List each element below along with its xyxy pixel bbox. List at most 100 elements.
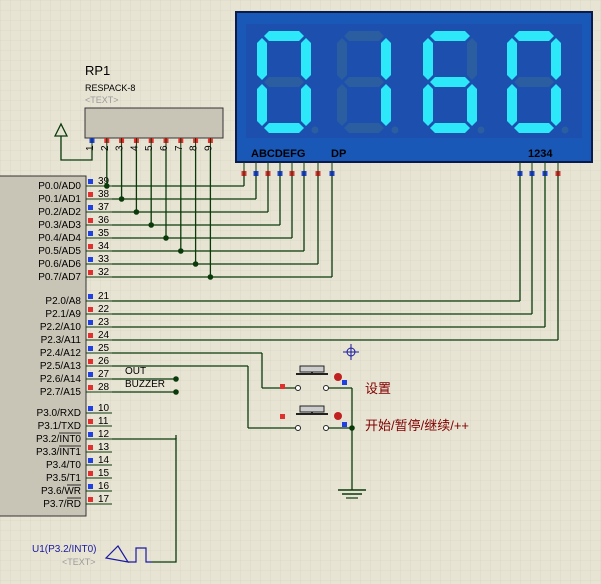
ground-icon xyxy=(338,428,366,499)
start-button-indicator-icon xyxy=(334,412,342,420)
mcu-pin-label: P3.5/T1 xyxy=(46,473,81,484)
display-digit xyxy=(423,31,485,134)
segment xyxy=(507,84,517,126)
segment-label: ABCDEFG xyxy=(251,148,305,160)
mcu-pin-label: P2.7/A15 xyxy=(40,387,82,398)
mcu-pin-label: P2.3/A11 xyxy=(41,335,82,346)
mcu-pin-number: 27 xyxy=(98,369,110,380)
rp1-pin-number: 1 xyxy=(85,145,96,151)
rp1-pin-number: 4 xyxy=(129,145,140,151)
rp1-body xyxy=(84,107,224,139)
mcu-pin: 28 P2.7/A15 xyxy=(40,382,112,398)
mcu-pin-number: 14 xyxy=(98,455,110,466)
mcu-pin-label: P2.1/A9 xyxy=(45,309,81,320)
segment xyxy=(344,31,384,41)
segment xyxy=(430,77,470,87)
rp1-ref: RP1 xyxy=(85,63,110,78)
decimal-point xyxy=(561,126,569,134)
mcu-pin: 13 P3.3/INT1 xyxy=(36,442,112,458)
mcu-body xyxy=(0,175,87,517)
segment xyxy=(344,123,384,133)
microcontroller[interactable]: 39P0.0/AD038P0.1/AD137P0.2/AD236P0.3/AD3… xyxy=(0,175,112,517)
mcu-pin-number: 35 xyxy=(98,228,110,239)
display-digit xyxy=(337,31,399,134)
mcu-pin: 14 P3.4/T0 xyxy=(46,455,112,471)
mcu-pin-number: 12 xyxy=(98,429,110,440)
segment xyxy=(264,31,304,41)
segment xyxy=(344,77,384,87)
segment xyxy=(423,38,433,80)
mcu-pin: 27 P2.6/A14 xyxy=(40,369,112,385)
mcu-pin-number: 16 xyxy=(98,481,110,492)
segment xyxy=(337,38,347,80)
mcu-pin-number: 24 xyxy=(98,330,110,341)
mcu-pin-label: P3.1/TXD xyxy=(38,421,81,432)
rp1-pin-number: 8 xyxy=(189,145,200,151)
segment xyxy=(381,38,391,80)
mcu-pin-number: 15 xyxy=(98,468,110,479)
segment xyxy=(257,84,267,126)
segment xyxy=(423,84,433,126)
mcu-pin-number: 28 xyxy=(98,382,110,393)
set-button-indicator-icon xyxy=(334,373,342,381)
set-button-label: 设置 xyxy=(365,381,391,396)
mcu-pin-label: P3.4/T0 xyxy=(46,460,81,471)
mcu-pin-number: 34 xyxy=(98,241,110,252)
mcu-pin: 12 P3.2/INT0 xyxy=(36,429,112,445)
mcu-pin-label: P0.0/AD0 xyxy=(38,181,81,192)
mcu-pin-label: P3.3/INT1 xyxy=(36,447,81,458)
wires xyxy=(104,150,559,440)
mcu-pin-number: 22 xyxy=(98,304,110,315)
mcu-pin-number: 26 xyxy=(98,356,110,367)
segment xyxy=(514,123,554,133)
mcu-pin-number: 32 xyxy=(98,267,110,278)
mcu-pin-number: 36 xyxy=(98,215,110,226)
rp1-text: <TEXT> xyxy=(85,95,119,105)
set-button[interactable] xyxy=(280,365,347,391)
segment xyxy=(264,123,304,133)
segment xyxy=(551,38,561,80)
segment xyxy=(467,84,477,126)
segment xyxy=(430,31,470,41)
generator-arrow-icon xyxy=(104,545,130,563)
mcu-pin-number: 13 xyxy=(98,442,110,453)
mcu-pin-label: P0.2/AD2 xyxy=(38,207,81,218)
net-buzzer-label: BUZZER xyxy=(125,379,165,390)
mcu-pin-number: 10 xyxy=(98,403,110,414)
segment xyxy=(381,84,391,126)
rp1-value: RESPACK-8 xyxy=(85,83,135,93)
segment xyxy=(507,38,517,80)
mcu-pin-label: P2.6/A14 xyxy=(40,374,82,385)
mcu-pin-label: P2.4/A12 xyxy=(40,348,82,359)
segment xyxy=(467,38,477,80)
segment xyxy=(301,84,311,126)
digit-label: 1234 xyxy=(528,148,553,160)
mcu-pin-number: 33 xyxy=(98,254,110,265)
net-out-label: OUT xyxy=(125,366,146,377)
seven-segment-display[interactable]: ABCDEFG DP 1234 xyxy=(235,11,593,176)
mcu-pin-number: 38 xyxy=(98,189,110,200)
rp1-pin-number: 6 xyxy=(159,145,170,151)
mcu-pin-label: P3.2/INT0 xyxy=(36,434,81,445)
decimal-point xyxy=(477,126,485,134)
pulse-waveform-icon xyxy=(128,547,152,563)
display-segments xyxy=(257,31,569,134)
vcc-power-icon xyxy=(53,122,93,161)
segment xyxy=(337,84,347,126)
start-pause-button[interactable] xyxy=(280,405,347,431)
decimal-point xyxy=(391,126,399,134)
segment xyxy=(514,77,554,87)
mcu-pin: 15 P3.5/T1 xyxy=(46,468,112,484)
mcu-pin-label: P2.0/A8 xyxy=(45,296,81,307)
signal-generator[interactable]: U1(P3.2/INT0) <TEXT> xyxy=(32,435,177,567)
